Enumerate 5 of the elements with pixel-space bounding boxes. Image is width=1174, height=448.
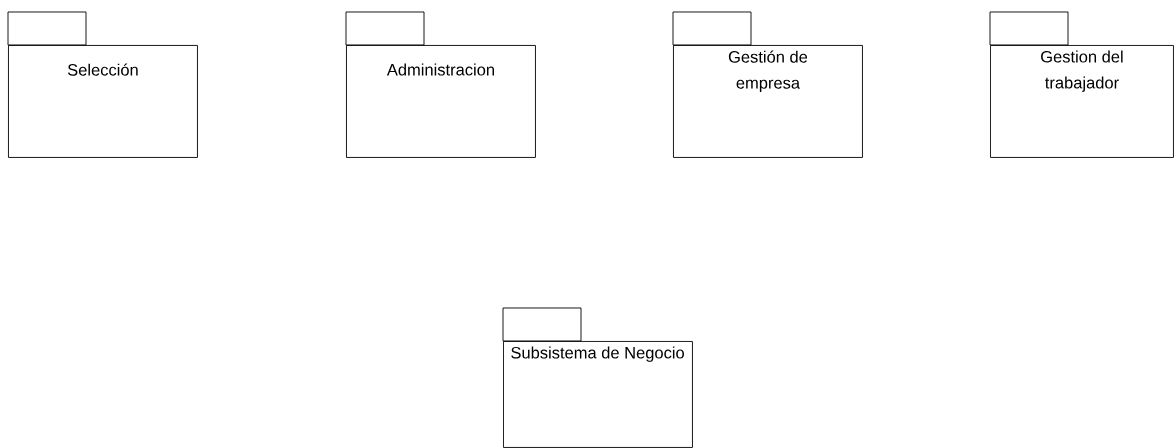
package-box: Subsistema de Negocio [502,307,693,448]
package-box: Administracion [345,11,536,158]
package-box: Gestión de empresa [672,11,863,158]
package-box: Selección [7,11,198,158]
package-box: Gestion del trabajador [989,11,1174,158]
